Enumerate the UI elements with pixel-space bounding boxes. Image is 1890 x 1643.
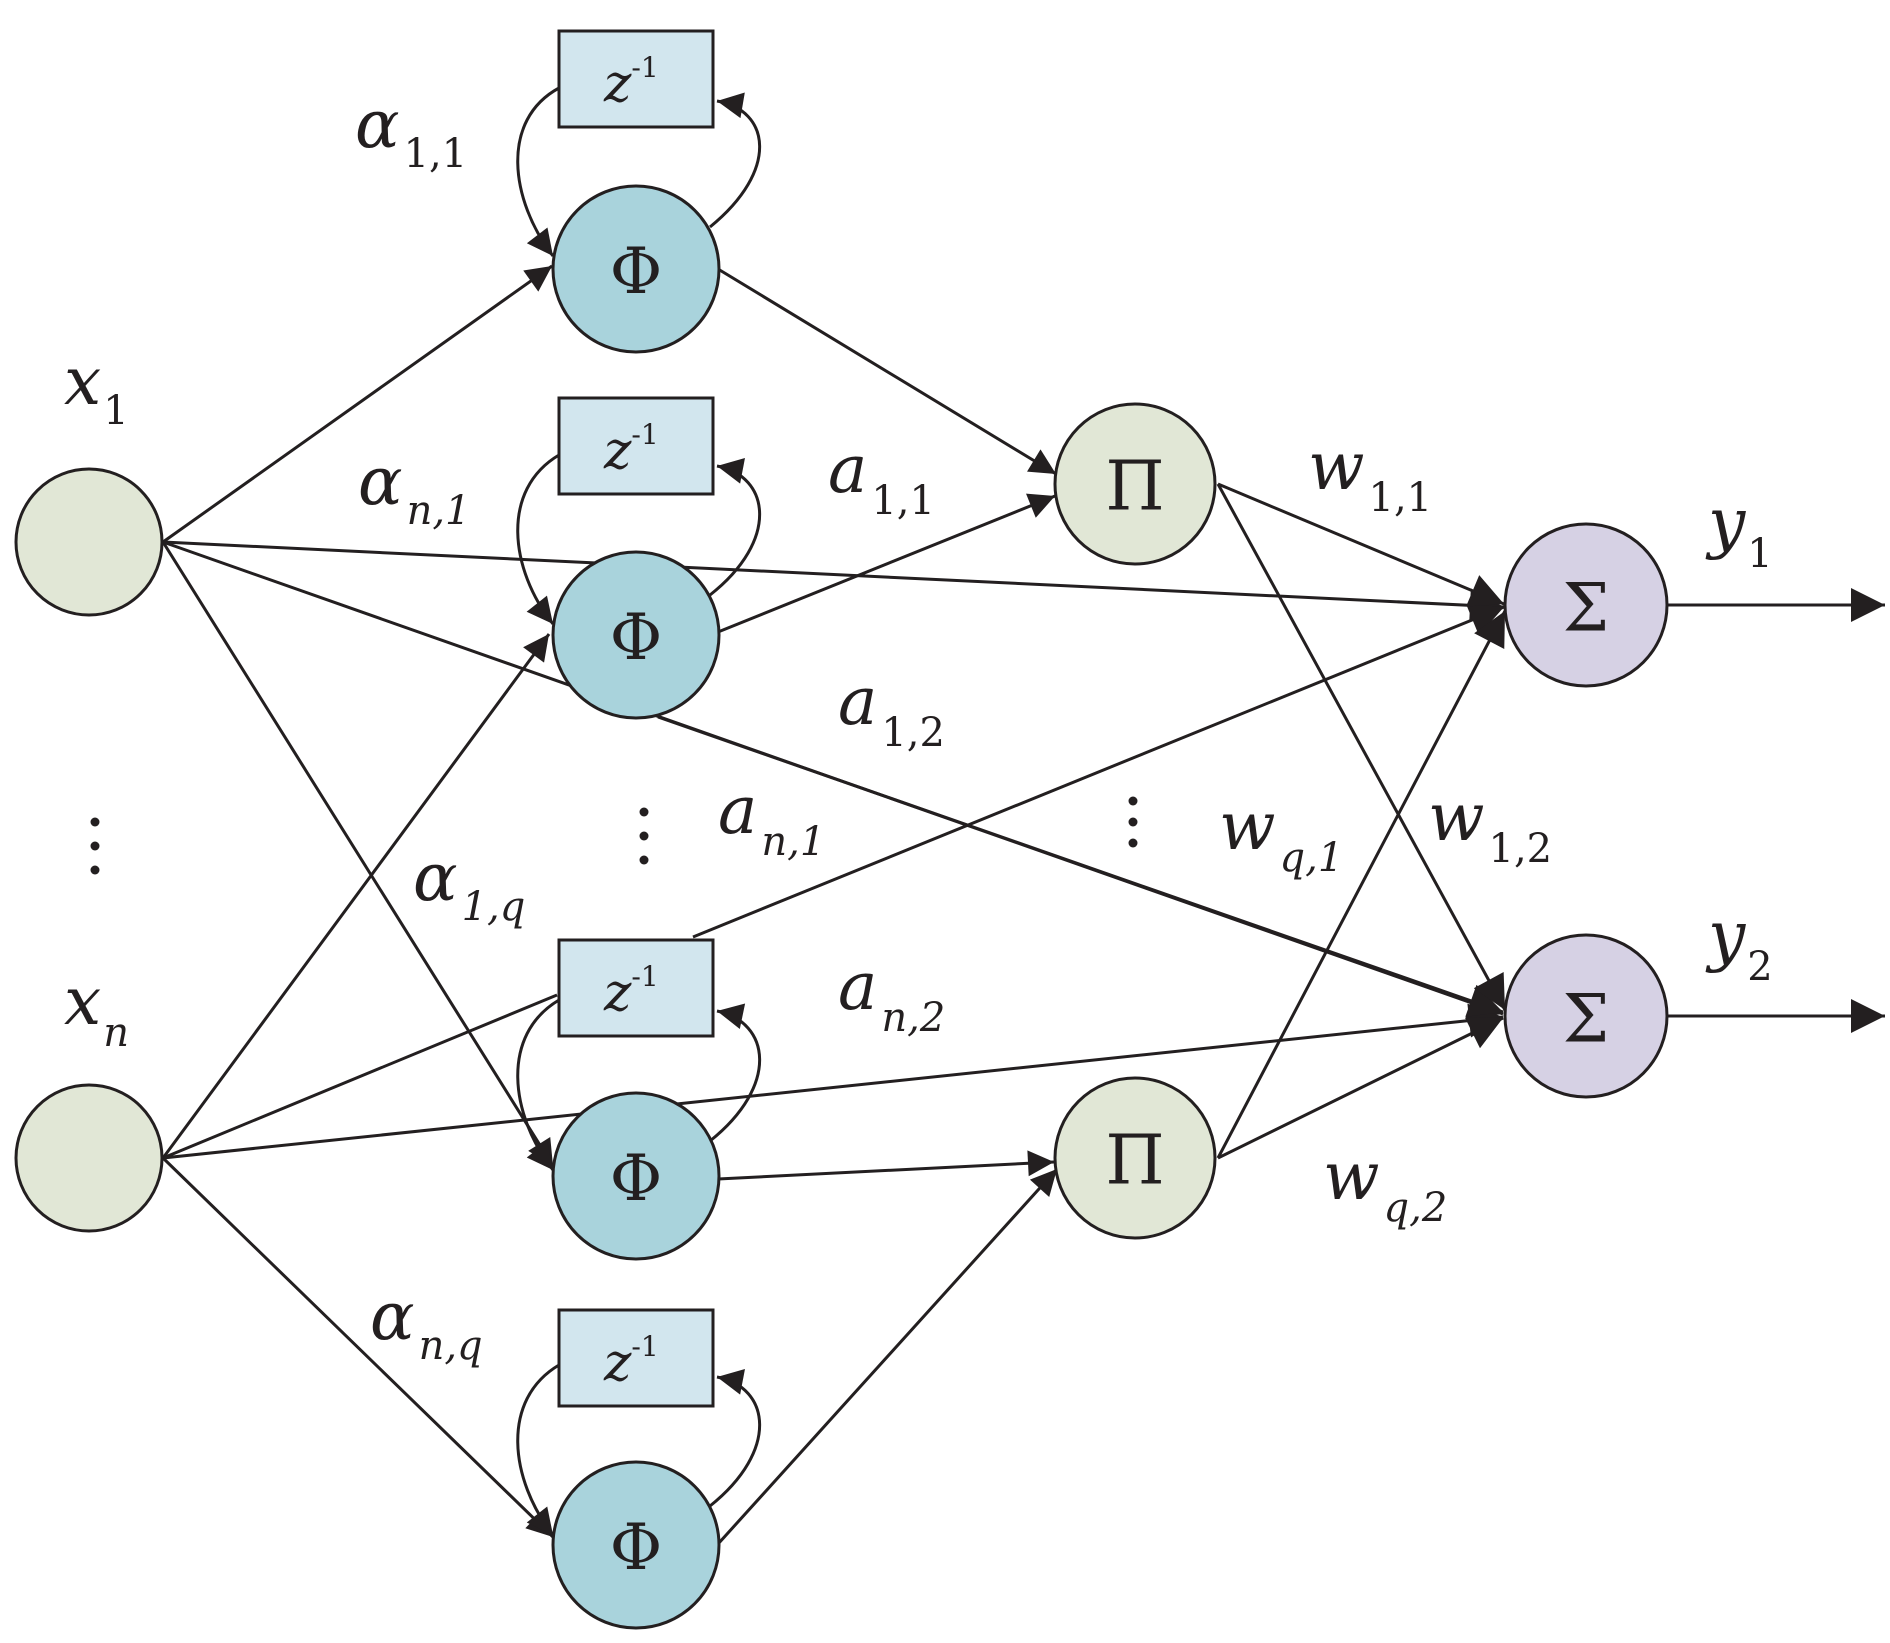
- delay-unit-1: z-1: [557, 29, 715, 129]
- wavelet-node-2: [551, 550, 721, 720]
- delay-var: z: [603, 963, 632, 1023]
- edge-pi1-sigma1: [1217, 482, 1505, 607]
- loop-left-4: [516, 1363, 560, 1536]
- wavelet-node-4-symbol: Φ: [610, 1511, 662, 1585]
- delay-unit-2: z-1: [557, 396, 715, 496]
- vertical-ellipsis-wavelets: [639, 807, 649, 865]
- recurrent-loops: [516, 86, 761, 1536]
- wavelet-node-3-symbol: Φ: [610, 1142, 662, 1216]
- label-xn: xn: [64, 963, 129, 1056]
- delay-exp: -1: [631, 418, 658, 451]
- wavelet-node-2-symbol: Φ: [610, 601, 662, 675]
- svg-text:z-1: z-1: [603, 1330, 659, 1393]
- edge-phi2-pi1: [717, 493, 1056, 634]
- edge-phi2-sigma2: [657, 715, 1504, 1017]
- wavelet-node-3: [551, 1091, 721, 1261]
- sum-node-2: [1503, 933, 1669, 1099]
- loop-left-2: [516, 453, 560, 625]
- wavelet-node-1-symbol: Φ: [610, 235, 662, 309]
- label-y2: y2: [1705, 897, 1773, 990]
- label-y1: y1: [1705, 484, 1773, 577]
- product-node-1: [1053, 402, 1217, 566]
- product-nodes: Π Π: [1053, 402, 1217, 1240]
- loop-right-1: [709, 92, 761, 229]
- edge-xn-delay3: [162, 993, 558, 1160]
- input-nodes: [14, 467, 164, 1233]
- delay-var: z: [603, 421, 632, 481]
- edges: [161, 264, 1885, 1546]
- product-node-2: [1053, 1076, 1217, 1240]
- product-node-2-symbol: Π: [1105, 1122, 1164, 1201]
- edge-x1-phi1: [162, 264, 553, 544]
- input-node-xn: [14, 1083, 164, 1233]
- input-node-x1: [14, 467, 164, 617]
- edge-xn-phi4: [161, 1156, 555, 1539]
- loop-left-3: [516, 998, 560, 1171]
- edge-phi1-pi1: [717, 267, 1057, 476]
- edge-xn-phi2: [161, 633, 551, 1159]
- edge-phi4-pi2: [716, 1167, 1059, 1546]
- delay-var: z: [603, 54, 632, 114]
- sum-node-1-symbol: Σ: [1563, 570, 1610, 647]
- sum-nodes: Σ Σ: [1503, 522, 1669, 1099]
- loop-left-1: [516, 86, 560, 257]
- edge-delay3-sigma1: [692, 604, 1505, 939]
- loop-right-4: [709, 1369, 761, 1508]
- sum-node-1: [1503, 522, 1669, 688]
- edge-phi3-pi2: [717, 1150, 1055, 1181]
- delay-exp: -1: [631, 960, 658, 993]
- edge-pi2-sigma2: [1217, 1016, 1504, 1160]
- loop-right-2: [709, 458, 761, 597]
- wavelet-nodes: Φ Φ Φ Φ: [551, 184, 721, 1630]
- svg-text:z-1: z-1: [603, 418, 659, 481]
- wavelet-node-4: [551, 1460, 721, 1630]
- delay-exp: -1: [631, 1330, 658, 1363]
- delay-var: z: [603, 1333, 632, 1393]
- wavelet-node-1: [551, 184, 721, 354]
- vertical-ellipsis-group: [90, 796, 1138, 875]
- delay-boxes: z-1 z-1 z-1 z-1: [557, 29, 715, 1408]
- edge-pi1-sigma2: [1216, 483, 1507, 1011]
- delay-unit-4: z-1: [557, 1308, 715, 1408]
- edge-x1-phi3: [161, 541, 555, 1167]
- vertical-ellipsis-products: [1128, 796, 1138, 848]
- product-node-1-symbol: Π: [1105, 448, 1164, 527]
- edge-xn-sigma2: [162, 1003, 1504, 1160]
- edge-pi2-sigma1: [1216, 610, 1507, 1159]
- sum-node-2-symbol: Σ: [1563, 981, 1610, 1058]
- vertical-ellipsis-inputs: [90, 817, 100, 875]
- label-x1: x1: [64, 343, 129, 434]
- delay-exp: -1: [631, 51, 658, 84]
- svg-text:z-1: z-1: [603, 960, 659, 1023]
- delay-unit-3: z-1: [557, 938, 715, 1038]
- svg-text:z-1: z-1: [603, 51, 659, 114]
- loop-right-3: [709, 1003, 761, 1143]
- edge-x1-sigma1: [162, 540, 1505, 623]
